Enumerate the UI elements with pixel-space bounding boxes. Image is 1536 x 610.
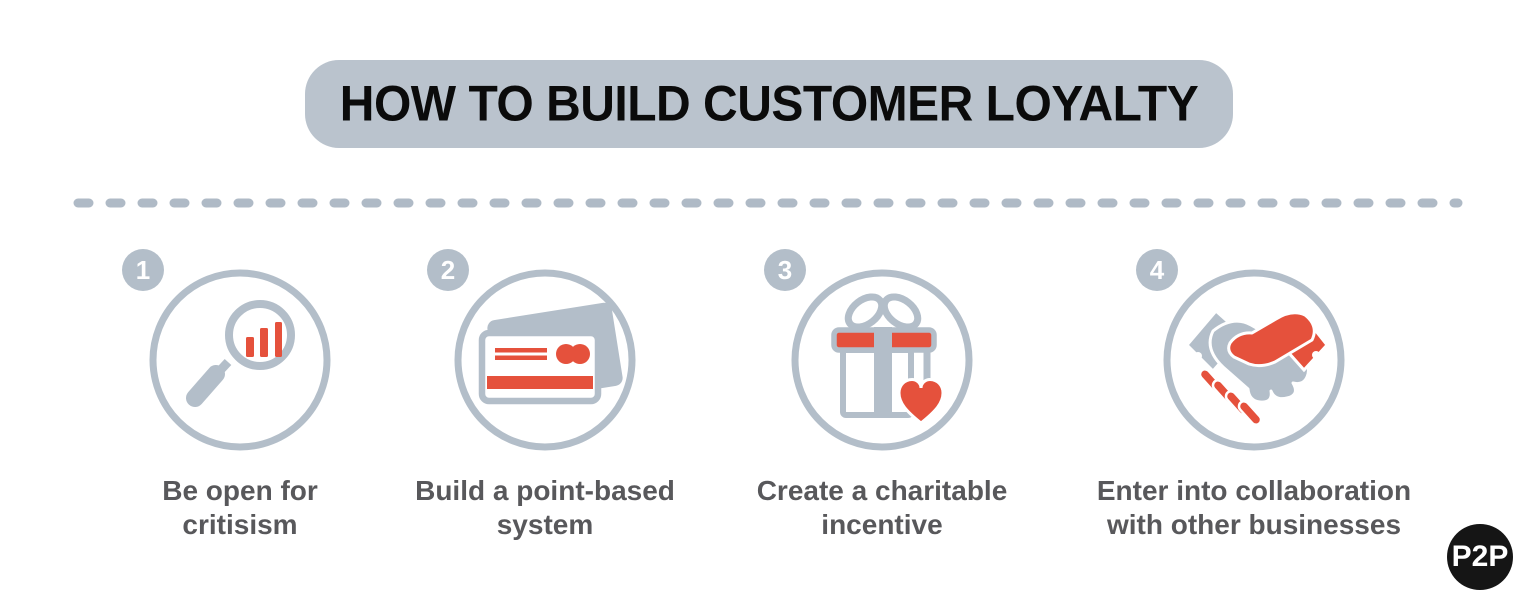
p2p-logo-text: P2P [1451, 540, 1509, 573]
dashed-divider [73, 198, 1463, 208]
step-1-caption: Be open for critisism [162, 475, 318, 540]
step-4-number-badge: 4 [1136, 249, 1178, 291]
step-4-icon-circle [1159, 265, 1349, 455]
step-2-number-badge: 2 [427, 249, 469, 291]
handshake-fingers [1198, 368, 1263, 426]
step-1-icon-circle [145, 265, 335, 455]
step-4: 4 [1074, 248, 1434, 578]
step-1-number-badge: 1 [122, 249, 164, 291]
step-3: 3 Create a charitable incentive [702, 248, 1062, 578]
credit-card-icon [454, 269, 636, 451]
step-2-caption: Build a point-based system [415, 475, 675, 540]
page-title: HOW TO BUILD CUSTOMER LOYALTY [339, 76, 1199, 132]
heart-shape [897, 377, 945, 425]
p2p-logo: P2P [1447, 524, 1513, 590]
handshake-icon [1163, 269, 1345, 451]
step-3-icon-circle [787, 265, 977, 455]
magnifier-bar-chart-icon [149, 269, 331, 451]
step-3-caption: Create a charitable incentive [756, 475, 1008, 540]
step-2-icon-circle [450, 265, 640, 455]
step-4-caption: Enter into collaboration with other busi… [1096, 475, 1412, 540]
gift-heart-icon [791, 269, 973, 451]
step-3-number-badge: 3 [764, 249, 806, 291]
step-1: 1 Be open for critisism [60, 248, 420, 578]
step-2: 2 Build a point-based system [365, 248, 725, 578]
title-banner: HOW TO BUILD CUSTOMER LOYALTY [305, 60, 1233, 148]
